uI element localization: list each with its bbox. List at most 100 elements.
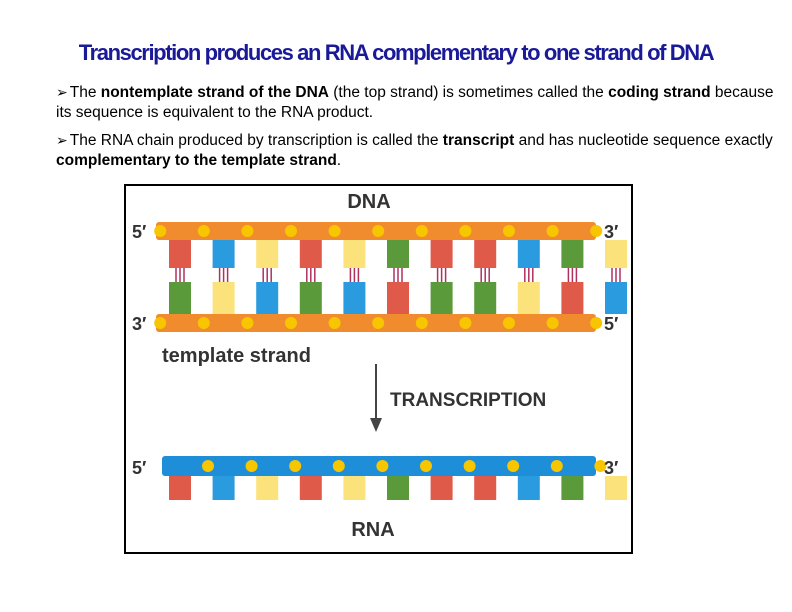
bullet-text: because its sequence is equivalent to th… bbox=[56, 84, 774, 121]
dna-top-base bbox=[256, 240, 279, 268]
rna-base bbox=[474, 476, 497, 500]
dna-top-base bbox=[212, 240, 235, 268]
rna-phosphates bbox=[202, 460, 607, 472]
phosphate bbox=[376, 460, 389, 472]
phosphate bbox=[285, 317, 297, 329]
bottom-strand-5prime-label: 5′ bbox=[604, 314, 618, 334]
rna-base bbox=[343, 476, 366, 500]
dna-bottom-base bbox=[299, 282, 322, 314]
phosphate bbox=[372, 225, 385, 237]
phosphate bbox=[415, 225, 428, 237]
phosphate bbox=[459, 317, 472, 329]
phosphate bbox=[332, 460, 345, 472]
dna-label: DNA bbox=[347, 191, 390, 213]
transcription-diagram-svg: DNA 5′ 3′ 3′ 5′ template strand TRANSCRI… bbox=[132, 191, 627, 541]
dna-top-base bbox=[517, 240, 540, 268]
transcription-label: TRANSCRIPTION bbox=[390, 390, 546, 411]
phosphate bbox=[154, 317, 167, 329]
dna-bottom-base bbox=[430, 282, 453, 314]
phosphate bbox=[503, 225, 515, 237]
rna-base bbox=[299, 476, 322, 500]
top-strand-5prime-label: 5′ bbox=[132, 222, 146, 242]
phosphate bbox=[463, 460, 476, 472]
phosphate bbox=[507, 460, 520, 472]
rna-5prime-label: 5′ bbox=[132, 458, 146, 478]
phosphate bbox=[415, 317, 428, 329]
rna-bases bbox=[169, 476, 627, 500]
phosphate bbox=[285, 225, 297, 237]
dna-bottom-base bbox=[256, 282, 279, 314]
dna-top-base bbox=[430, 240, 453, 268]
bullet-text: The bbox=[69, 84, 101, 101]
phosphate bbox=[289, 460, 302, 472]
rna-base bbox=[387, 476, 409, 500]
dna-double-helix bbox=[154, 222, 627, 332]
term-nontemplate-strand: nontemplate strand of the DNA bbox=[100, 84, 329, 101]
phosphate bbox=[241, 317, 254, 329]
rna-base bbox=[561, 476, 584, 500]
phosphate bbox=[594, 460, 607, 472]
phosphate bbox=[197, 225, 210, 237]
rna-3prime-label: 3′ bbox=[604, 458, 618, 478]
slide-title: Transcription produces an RNA complement… bbox=[78, 40, 715, 65]
dna-bottom-base bbox=[387, 282, 409, 314]
rna-base bbox=[169, 476, 191, 500]
bullet-arrow-icon: ➢ bbox=[56, 133, 68, 149]
phosphate bbox=[202, 460, 214, 472]
dna-top-base bbox=[605, 240, 627, 268]
term-coding-strand: coding strand bbox=[608, 84, 711, 101]
phosphate bbox=[241, 225, 254, 237]
bullet-item-transcript: ➢The RNA chain produced by transcription… bbox=[56, 131, 776, 170]
phosphate bbox=[154, 225, 167, 237]
dna-bottom-base bbox=[561, 282, 584, 314]
rna-strand bbox=[162, 456, 627, 500]
phosphate bbox=[503, 317, 515, 329]
phosphate bbox=[328, 225, 341, 237]
phosphate bbox=[420, 460, 432, 472]
dna-bottom-base bbox=[169, 282, 191, 314]
transcription-diagram: DNA 5′ 3′ 3′ 5′ template strand TRANSCRI… bbox=[124, 184, 633, 554]
phosphate bbox=[197, 317, 210, 329]
bullet-text: and has nucleotide sequence exactly bbox=[514, 132, 773, 149]
dna-top-base bbox=[169, 240, 191, 268]
phosphate bbox=[372, 317, 385, 329]
bullet-text: (the top strand) is sometimes called the bbox=[328, 84, 609, 101]
dna-top-base bbox=[474, 240, 497, 268]
phosphate bbox=[328, 317, 341, 329]
bullet-item-coding-strand: ➢The nontemplate strand of the DNA (the … bbox=[56, 83, 776, 122]
dna-top-bases bbox=[169, 240, 627, 268]
dna-top-base bbox=[387, 240, 409, 268]
dna-bottom-base bbox=[605, 282, 627, 314]
bullet-list: ➢The nontemplate strand of the DNA (the … bbox=[56, 83, 776, 179]
phosphate bbox=[590, 225, 603, 237]
phosphate bbox=[550, 460, 563, 472]
dna-top-phosphates bbox=[154, 225, 603, 237]
rna-base bbox=[430, 476, 453, 500]
bullet-arrow-icon: ➢ bbox=[56, 85, 68, 101]
term-transcript: transcript bbox=[442, 132, 515, 149]
bullet-text: . bbox=[336, 152, 342, 169]
phosphate bbox=[546, 225, 559, 237]
phosphate bbox=[245, 460, 258, 472]
dna-bottom-phosphates bbox=[154, 317, 603, 329]
term-complementary: complementary to the template strand bbox=[56, 152, 337, 169]
dna-top-base bbox=[343, 240, 366, 268]
template-strand-label: template strand bbox=[162, 345, 311, 367]
phosphate bbox=[459, 225, 472, 237]
rna-base bbox=[605, 476, 627, 500]
dna-bottom-base bbox=[517, 282, 540, 314]
rna-base bbox=[212, 476, 235, 500]
hydrogen-bonds bbox=[175, 268, 621, 282]
dna-bottom-base bbox=[343, 282, 366, 314]
transcription-arrow-head-icon bbox=[370, 418, 382, 432]
dna-bottom-base bbox=[474, 282, 497, 314]
bottom-strand-3prime-label: 3′ bbox=[132, 314, 146, 334]
rna-base bbox=[517, 476, 540, 500]
dna-top-base bbox=[561, 240, 584, 268]
bullet-text: The RNA chain produced by transcription … bbox=[69, 132, 443, 149]
phosphate bbox=[590, 317, 603, 329]
rna-base bbox=[256, 476, 279, 500]
dna-bottom-bases bbox=[169, 282, 627, 314]
phosphate bbox=[546, 317, 559, 329]
rna-label: RNA bbox=[351, 519, 394, 541]
